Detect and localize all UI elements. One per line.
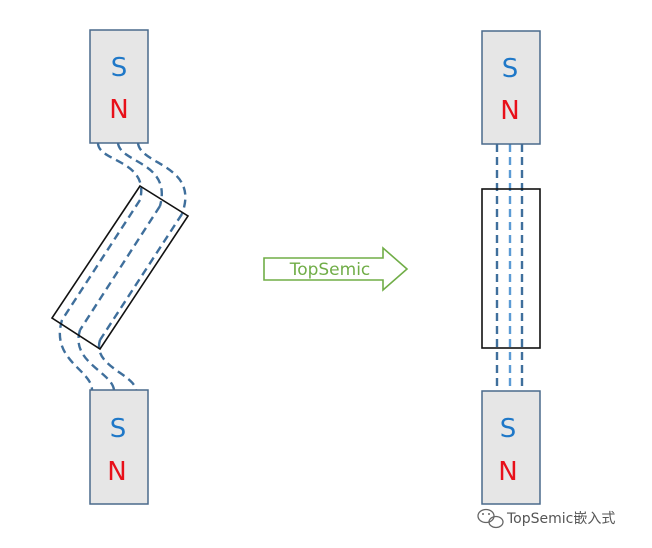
field-line-left-bottom-1: [58, 319, 94, 391]
magnet-left-top: S N: [89, 29, 149, 144]
magnet-left-top-south-label: S: [111, 53, 128, 83]
field-line-left-mid-3: [98, 213, 184, 341]
watermark-text: TopSemic嵌入式: [506, 511, 615, 527]
magnet-left-top-body: [89, 29, 149, 144]
left-scene: S N S N: [50, 29, 190, 505]
magnet-right-bottom-south-label: S: [500, 414, 517, 444]
field-line-left-bottom-2: [77, 329, 116, 391]
magnet-right-bottom-body: [481, 390, 541, 505]
magnet-right-top-body: [481, 30, 541, 145]
magnet-left-bottom-body: [89, 389, 149, 505]
magnet-right-top-north-label: N: [500, 96, 519, 126]
field-line-left-top-2: [116, 142, 163, 207]
magnet-left-bottom-north-label: N: [107, 457, 126, 487]
field-line-left-top-3: [136, 142, 187, 215]
magnet-right-top-south-label: S: [502, 54, 519, 84]
wechat-icon: [477, 508, 504, 529]
magnet-left-bottom: S N: [89, 389, 149, 505]
field-line-left-top-1: [96, 142, 143, 201]
tilted-iron-bar: [50, 184, 190, 351]
arrow-shape: [263, 246, 409, 292]
right-scene: S N S N: [481, 30, 541, 505]
magnet-left-bottom-south-label: S: [110, 414, 127, 444]
field-line-left-mid-1: [60, 199, 142, 321]
magnet-right-bottom: S N: [481, 390, 541, 505]
field-line-left-mid-2: [78, 205, 162, 331]
magnet-right-top: S N: [481, 30, 541, 145]
magnet-left-top-north-label: N: [109, 95, 128, 125]
magnet-right-bottom-north-label: N: [498, 457, 517, 487]
field-line-left-bottom-3: [97, 339, 138, 391]
transition-arrow: TopSemic: [263, 246, 409, 292]
watermark: TopSemic嵌入式: [477, 508, 615, 529]
aligned-iron-bar: [481, 188, 541, 349]
arrow-label: TopSemic: [289, 260, 371, 280]
